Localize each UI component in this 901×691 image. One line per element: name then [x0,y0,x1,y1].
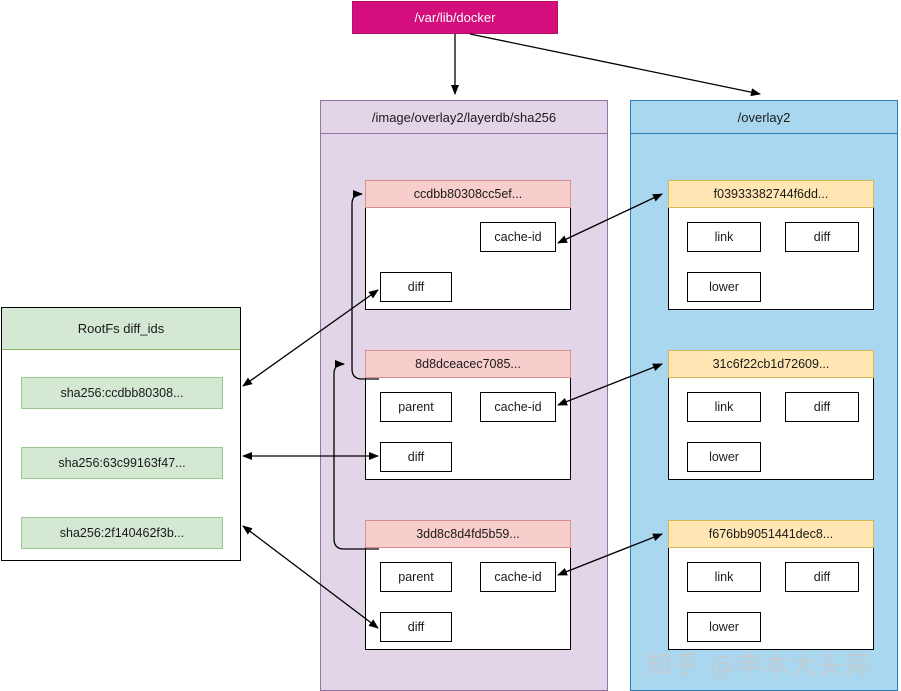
layerdb-card-2-body: parent cache-id diff [365,548,571,650]
overlay2-card-2-id: f676bb9051441dec8... [668,520,874,548]
layerdb-card-1[interactable]: 8d8dceacec7085... parent cache-id diff [365,350,571,480]
layerdb-card-0-field-cache-id[interactable]: cache-id [480,222,556,252]
node-var-lib-docker-label: /var/lib/docker [414,10,496,25]
layerdb-card-1-body: parent cache-id diff [365,378,571,480]
layerdb-card-0-field-diff-label: diff [407,280,425,294]
overlay2-card-2-field-lower-label: lower [709,620,739,634]
panel-overlay2-title: /overlay2 [631,101,897,134]
panel-layerdb-title: /image/overlay2/layerdb/sha256 [321,101,607,134]
overlay2-card-2-field-link[interactable]: link [687,562,761,592]
layerdb-card-1-field-cache-id-label: cache-id [494,400,542,414]
overlay2-card-0[interactable]: f03933382744f6dd... link diff lower [668,180,874,310]
overlay2-card-1-body: link diff lower [668,378,874,480]
overlay2-card-2-field-lower[interactable]: lower [687,612,761,642]
overlay2-card-0-id: f03933382744f6dd... [668,180,874,208]
layerdb-card-0-field-diff[interactable]: diff [380,272,452,302]
overlay2-card-2-field-link-label: link [714,570,734,584]
layerdb-card-2[interactable]: 3dd8c8d4fd5b59... parent cache-id diff [365,520,571,650]
overlay2-card-1-field-diff[interactable]: diff [785,392,859,422]
overlay2-card-2[interactable]: f676bb9051441dec8... link diff lower [668,520,874,650]
diffid-label-2: sha256:2f140462f3b... [59,526,185,540]
overlay2-card-0-field-diff-label: diff [813,230,831,244]
diffid-label-1: sha256:63c99163f47... [58,456,186,470]
overlay2-card-1-field-diff-label: diff [813,400,831,414]
arrow-root-to-overlay2 [469,33,761,97]
layerdb-card-1-field-parent-label: parent [398,400,434,414]
layerdb-card-2-field-parent-label: parent [398,570,434,584]
rootfs-diffids-box[interactable]: RootFs diff_ids sha256:ccdbb80308... sha… [1,307,241,561]
overlay2-card-0-field-diff[interactable]: diff [785,222,859,252]
overlay2-card-1-field-lower[interactable]: lower [687,442,761,472]
diffid-item-0[interactable]: sha256:ccdbb80308... [21,377,223,409]
diffid-item-2[interactable]: sha256:2f140462f3b... [21,517,223,549]
overlay2-card-2-field-diff[interactable]: diff [785,562,859,592]
layerdb-card-0-id: ccdbb80308cc5ef... [365,180,571,208]
layerdb-card-0[interactable]: ccdbb80308cc5ef... cache-id diff [365,180,571,310]
layerdb-card-1-field-diff[interactable]: diff [380,442,452,472]
overlay2-card-0-field-link-label: link [714,230,734,244]
overlay2-card-0-body: link diff lower [668,208,874,310]
overlay2-card-2-body: link diff lower [668,548,874,650]
layerdb-card-0-field-cache-id-label: cache-id [494,230,542,244]
overlay2-card-0-field-lower-label: lower [709,280,739,294]
layerdb-card-1-id: 8d8dceacec7085... [365,350,571,378]
diffid-label-0: sha256:ccdbb80308... [60,386,184,400]
rootfs-diffids-title: RootFs diff_ids [2,308,240,350]
overlay2-card-2-field-diff-label: diff [813,570,831,584]
layerdb-card-2-id: 3dd8c8d4fd5b59... [365,520,571,548]
layerdb-card-1-field-diff-label: diff [407,450,425,464]
layerdb-card-1-field-cache-id[interactable]: cache-id [480,392,556,422]
layerdb-card-2-field-cache-id-label: cache-id [494,570,542,584]
overlay2-card-1[interactable]: 31c6f22cb1d72609... link diff lower [668,350,874,480]
node-var-lib-docker[interactable]: /var/lib/docker [352,1,558,34]
layerdb-card-2-field-diff[interactable]: diff [380,612,452,642]
overlay2-card-1-field-link[interactable]: link [687,392,761,422]
overlay2-card-1-id: 31c6f22cb1d72609... [668,350,874,378]
overlay2-card-0-field-link[interactable]: link [687,222,761,252]
overlay2-card-1-field-lower-label: lower [709,450,739,464]
layerdb-card-1-field-parent[interactable]: parent [380,392,452,422]
overlay2-card-1-field-link-label: link [714,400,734,414]
overlay2-card-0-field-lower[interactable]: lower [687,272,761,302]
layerdb-card-2-field-cache-id[interactable]: cache-id [480,562,556,592]
layerdb-card-2-field-parent[interactable]: parent [380,562,452,592]
layerdb-card-0-body: cache-id diff [365,208,571,310]
layerdb-card-2-field-diff-label: diff [407,620,425,634]
watermark: 知乎 @申本大头蒜 [646,651,872,681]
diffid-item-1[interactable]: sha256:63c99163f47... [21,447,223,479]
